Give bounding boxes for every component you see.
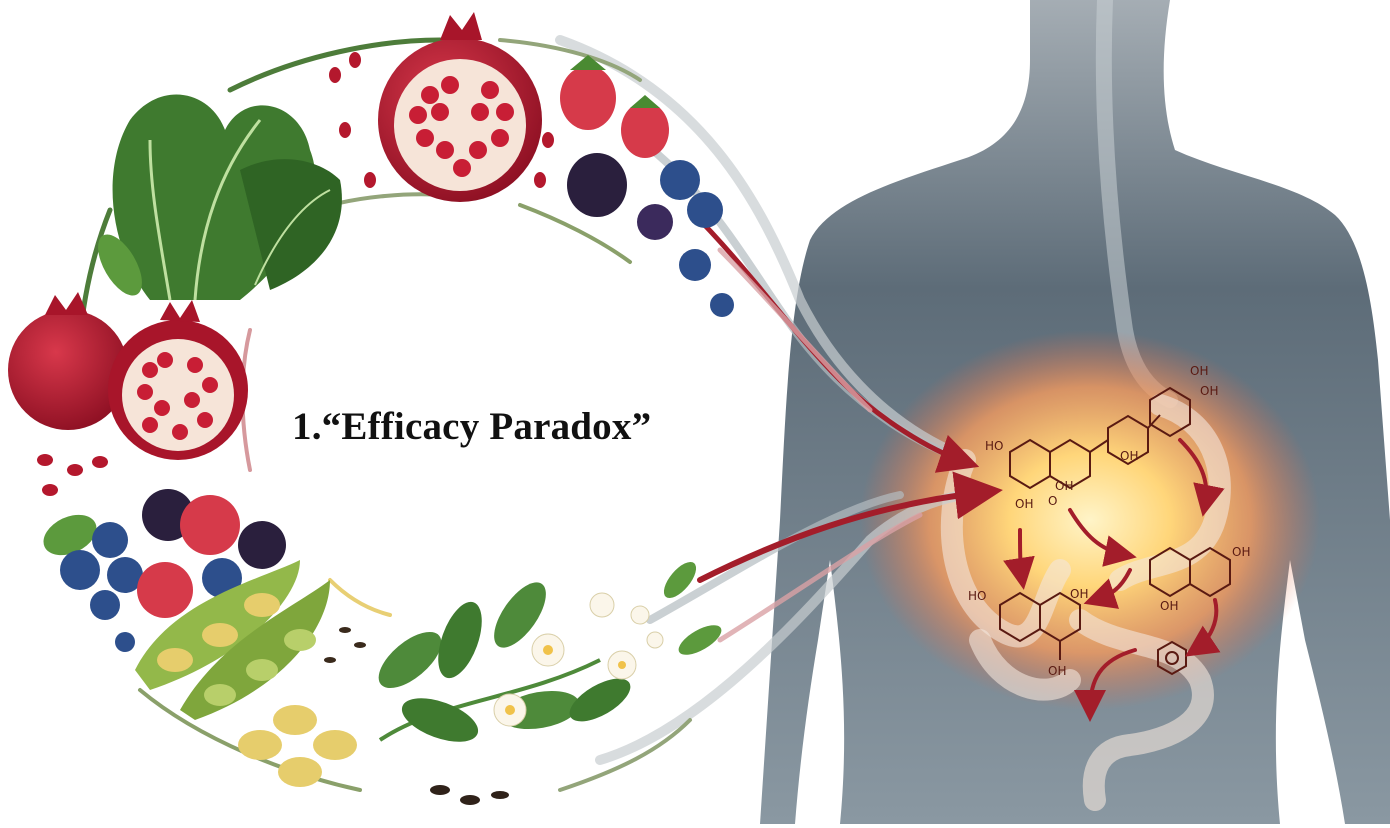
flavonol-label-2: OH (1190, 364, 1208, 378)
catechin-label-1: OH (1070, 587, 1088, 601)
pomegranate-left-icon (8, 292, 248, 460)
catechin-label-0: HO (968, 589, 986, 603)
flavonol-label-4: OH (1055, 479, 1073, 493)
tea-plant-icon (369, 557, 725, 805)
gut-glow (860, 330, 1320, 710)
flavonol-label-6: OH (1015, 497, 1033, 511)
flavan-label-1: OH (1160, 599, 1178, 613)
flavonol-label-5: O (1048, 494, 1057, 508)
catechin-label-2: OH (1048, 664, 1066, 678)
flavonol-label-0: HO (985, 439, 1003, 453)
top-berries-icon (560, 55, 734, 317)
kale-leaves-icon (89, 95, 342, 303)
flavan-label-0: OH (1232, 545, 1250, 559)
flavonol-label-3: OH (1200, 384, 1218, 398)
flavonol-label-1: OH (1120, 449, 1138, 463)
diagram-title: 1.“Efficacy Paradox” (292, 404, 712, 449)
